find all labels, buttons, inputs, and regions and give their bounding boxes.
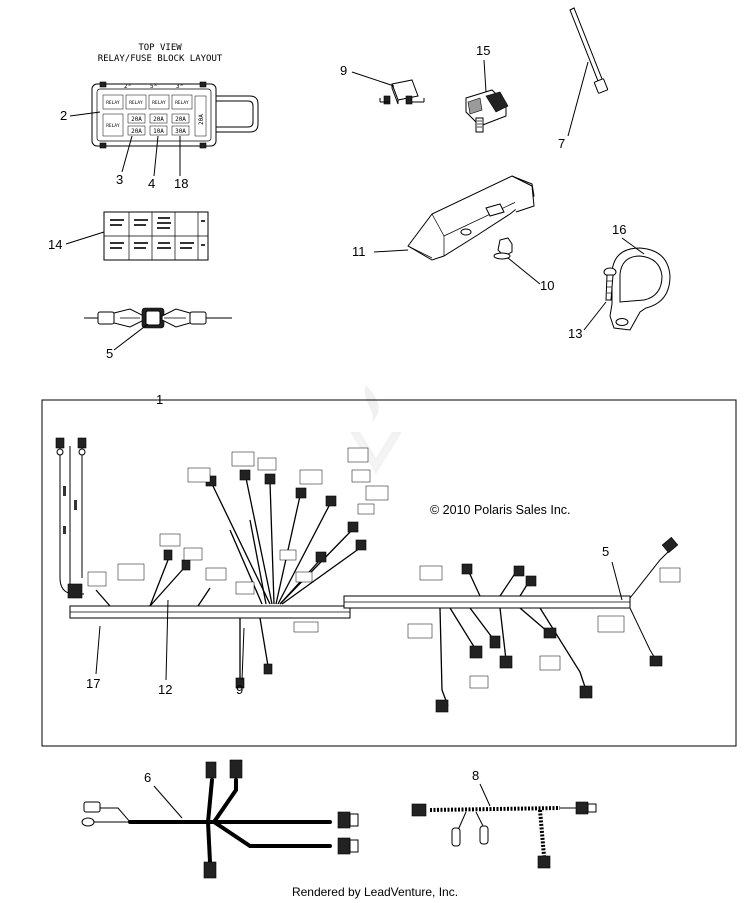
callout-4: 4: [148, 176, 155, 191]
side-fuse-label: 20A: [198, 114, 205, 125]
callout-12: 12: [158, 682, 172, 697]
callout-9-module: 9: [340, 63, 347, 78]
callout-17: 17: [86, 676, 100, 691]
relay-slot: [125, 94, 147, 110]
callout-5-harness: 5: [602, 544, 609, 559]
top-tab-mark-left: 2ᵃ: [124, 83, 131, 90]
footer-credit: Rendered by LeadVenture, Inc.: [292, 885, 458, 899]
callout-16: 16: [612, 222, 626, 237]
copyright-notice: © 2010 Polaris Sales Inc.: [430, 503, 571, 517]
relay-slot: [148, 94, 170, 110]
relay-label: RELAY: [106, 100, 120, 106]
callout-14: 14: [48, 237, 62, 252]
callout-15: 15: [476, 43, 490, 58]
relay-slot: [102, 94, 124, 110]
callout-8: 8: [472, 768, 479, 783]
sub-harness-8: [411, 801, 597, 869]
fuse-slot: [149, 125, 168, 136]
push-rivet: [493, 237, 513, 260]
callout-1: 1: [156, 392, 163, 407]
fuse-slot: [127, 125, 146, 136]
relay-label: RELAY: [175, 100, 189, 106]
weatherpack-connector: [465, 89, 509, 133]
diode-module: [379, 79, 425, 105]
cable-tie: [569, 7, 609, 94]
callout-11: 11: [352, 244, 366, 259]
callout-13: 13: [568, 326, 582, 341]
mounting-bracket: [407, 175, 535, 261]
callout-6: 6: [144, 770, 151, 785]
top-tab-mark-mid: 5ᵃ: [150, 83, 157, 90]
callout-9-harness: 9: [236, 682, 243, 697]
main-wire-harness: [55, 437, 681, 713]
fuse-block-title: TOP VIEW: [138, 43, 182, 53]
callout-2: 2: [60, 108, 67, 123]
relay-label: RELAY: [106, 123, 120, 129]
fuse-label: 30A: [175, 128, 186, 135]
relay-label: RELAY: [152, 100, 166, 106]
fuse-label: 20A: [153, 116, 164, 123]
callout-7: 7: [558, 136, 565, 151]
p-clamp: [609, 247, 671, 331]
relay-slot: [102, 113, 124, 137]
fuse-slot: [171, 113, 190, 124]
fuse-slot: [171, 125, 190, 136]
fuse-label: 20A: [131, 116, 142, 123]
relay-fuse-block: 2ᵃ 5ᵃ 3ᵃ RELAY RELAY RELAY RELAY RELAY 2…: [91, 81, 259, 149]
top-tab-mark-right: 3ᵃ: [176, 83, 183, 90]
sub-harness-6: [81, 759, 359, 879]
fuse-slot: [149, 113, 168, 124]
fuse-slot: [127, 113, 146, 124]
relay-slot: [171, 94, 193, 110]
screw: [603, 267, 617, 301]
watermark-logo: [350, 385, 402, 474]
callout-18: 18: [174, 176, 188, 191]
fuse-label: 20A: [131, 128, 142, 135]
fuse-label: 20A: [175, 116, 186, 123]
callout-3: 3: [116, 172, 123, 187]
relay-label: RELAY: [129, 100, 143, 106]
inline-fuse-holder: [84, 307, 232, 329]
callout-10: 10: [540, 278, 554, 293]
main-harness-frame: [41, 399, 737, 747]
fuse-label: 10A: [153, 128, 164, 135]
callout-5-fuse-holder: 5: [106, 346, 113, 361]
fuse-block-subtitle: RELAY/FUSE BLOCK LAYOUT: [98, 54, 223, 64]
fuse-decal-label: [103, 211, 209, 261]
